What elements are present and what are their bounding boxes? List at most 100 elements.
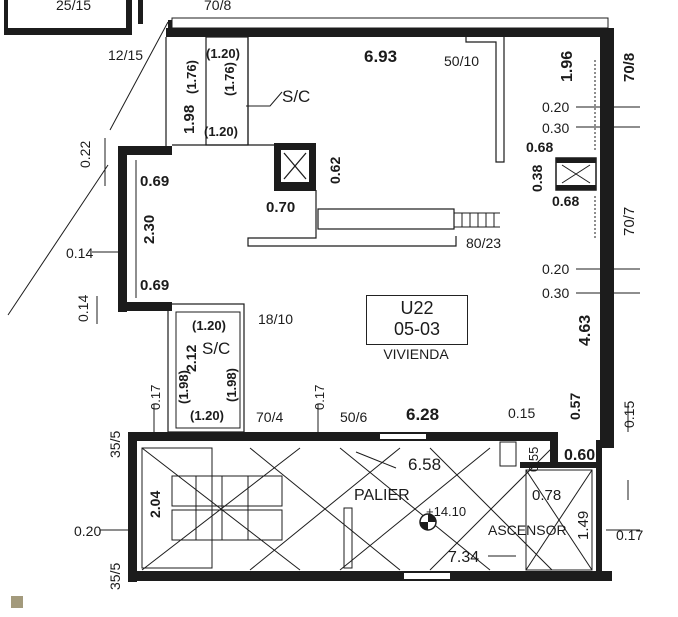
- counter-hatch: [454, 212, 500, 228]
- room-label: S/C: [202, 339, 230, 358]
- door-gap: [380, 434, 426, 439]
- wall: [128, 432, 137, 582]
- dimension-label: 0.69: [140, 277, 169, 294]
- dimension-label: 1.98: [181, 105, 198, 134]
- dimension-label: 0.17: [148, 385, 163, 410]
- dimension-label: 0.68: [526, 139, 553, 155]
- level-marker-fill: [420, 514, 436, 530]
- dimension-label: 0.30: [542, 285, 569, 301]
- unit-type: VIVIENDA: [383, 346, 449, 362]
- dimension-ticks: [92, 106, 640, 531]
- dimension-label: 0.78: [532, 487, 561, 504]
- elevator-cross: [525, 469, 593, 571]
- wall: [118, 302, 172, 311]
- duct-cross: [283, 152, 307, 180]
- unit-label-box: U22 05-03: [366, 295, 468, 345]
- dimension-label: (1.76): [222, 62, 237, 96]
- dimension-label: 80/23: [466, 235, 501, 251]
- wall: [128, 432, 558, 441]
- dimension-label: (1.20): [206, 46, 240, 61]
- dimension-label: 0.15: [508, 405, 535, 421]
- wall: [166, 28, 614, 37]
- leader-line: [355, 451, 397, 469]
- dimension-label: 0.20: [542, 99, 569, 115]
- dimension-label: 50/6: [340, 409, 367, 425]
- wall: [600, 28, 614, 448]
- dimension-label: 70/7: [621, 207, 638, 236]
- reference-line: [7, 164, 109, 316]
- dimension-label: 35/5: [107, 563, 123, 590]
- dimension-label: 6.93: [364, 47, 397, 66]
- wall: [4, 0, 8, 34]
- dimension-label: 2.12: [183, 345, 199, 372]
- dimension-label: 0.17: [312, 385, 327, 410]
- shaft-inner: [175, 311, 241, 429]
- dimension-label: 0.15: [621, 401, 637, 428]
- door-gap: [404, 573, 450, 579]
- room-label: PALIER: [354, 487, 410, 504]
- dimension-label: 50/10: [444, 53, 479, 69]
- dimension-label: 0.20: [542, 261, 569, 277]
- dimension-label: 0.20: [74, 523, 101, 539]
- wall-outline: [171, 17, 609, 29]
- dimension-label: 0.69: [140, 173, 169, 190]
- wall: [596, 440, 602, 580]
- counter-outline: [247, 190, 457, 247]
- dimension-label: 35/5: [107, 431, 123, 458]
- dimension-label: 6.28: [406, 405, 439, 424]
- dimension-label: 0.55: [526, 447, 541, 472]
- dimension-label: 25/15: [56, 0, 91, 13]
- dimension-label: 0.68: [552, 193, 579, 209]
- elevator-car: [525, 469, 593, 571]
- wall: [138, 0, 143, 24]
- unit-code: U22: [400, 298, 434, 318]
- dimension-label: 0.14: [66, 245, 93, 261]
- dimension-label: (1.76): [184, 60, 199, 94]
- dimension-label: 18/10: [258, 311, 293, 327]
- dimension-label: 70/8: [204, 0, 231, 13]
- kitchen-counter: [317, 208, 455, 230]
- dimension-label: 0.30: [542, 120, 569, 136]
- dimension-label: 0.70: [266, 199, 295, 216]
- wall: [556, 185, 596, 190]
- partition: [465, 37, 505, 163]
- wall: [550, 432, 558, 462]
- wall: [118, 146, 127, 312]
- legend-swatch: [11, 596, 23, 608]
- shaft-cross: [561, 164, 591, 184]
- dimension-label: 70/4: [256, 409, 283, 425]
- dimension-label: 0.62: [327, 157, 343, 184]
- level-label: +14.10: [426, 504, 466, 519]
- dimension-label: 12/15: [108, 47, 143, 63]
- dimension-label: 0.57: [567, 393, 583, 420]
- wall: [4, 28, 132, 35]
- unit-number: 05-03: [393, 319, 441, 339]
- dimension-label: 1.49: [575, 511, 592, 540]
- wall: [168, 20, 172, 30]
- dimension-label: (1.20): [190, 408, 224, 423]
- stairwell: [141, 441, 553, 571]
- dimension-label: 0.17: [616, 527, 643, 543]
- dimension-label: 2.30: [141, 215, 158, 244]
- dimension-label: 2.04: [147, 491, 163, 518]
- room-label: ASCENSOR: [488, 522, 567, 538]
- dimension-label: 4.63: [577, 315, 594, 346]
- dimension-label: 0.14: [75, 295, 91, 322]
- wall: [556, 158, 596, 163]
- dimension-label: 7.34: [448, 549, 479, 566]
- dimension-label: (1.98): [176, 370, 191, 404]
- leader-line: [246, 91, 283, 107]
- wall: [128, 571, 612, 581]
- dimension-label: 1.96: [559, 51, 576, 82]
- room-label: S/C: [282, 87, 310, 106]
- dimension-label: (1.98): [224, 368, 239, 402]
- dimension-label: (1.20): [192, 318, 226, 333]
- dimension-label: 0.60: [564, 447, 595, 464]
- dimension-label: 70/8: [621, 53, 638, 82]
- wall: [118, 146, 172, 155]
- dimension-label: 0.22: [77, 141, 93, 168]
- dimension-label: 6.58: [408, 455, 441, 474]
- dimension-label: 0.38: [529, 165, 545, 192]
- dimension-label: (1.20): [204, 124, 238, 139]
